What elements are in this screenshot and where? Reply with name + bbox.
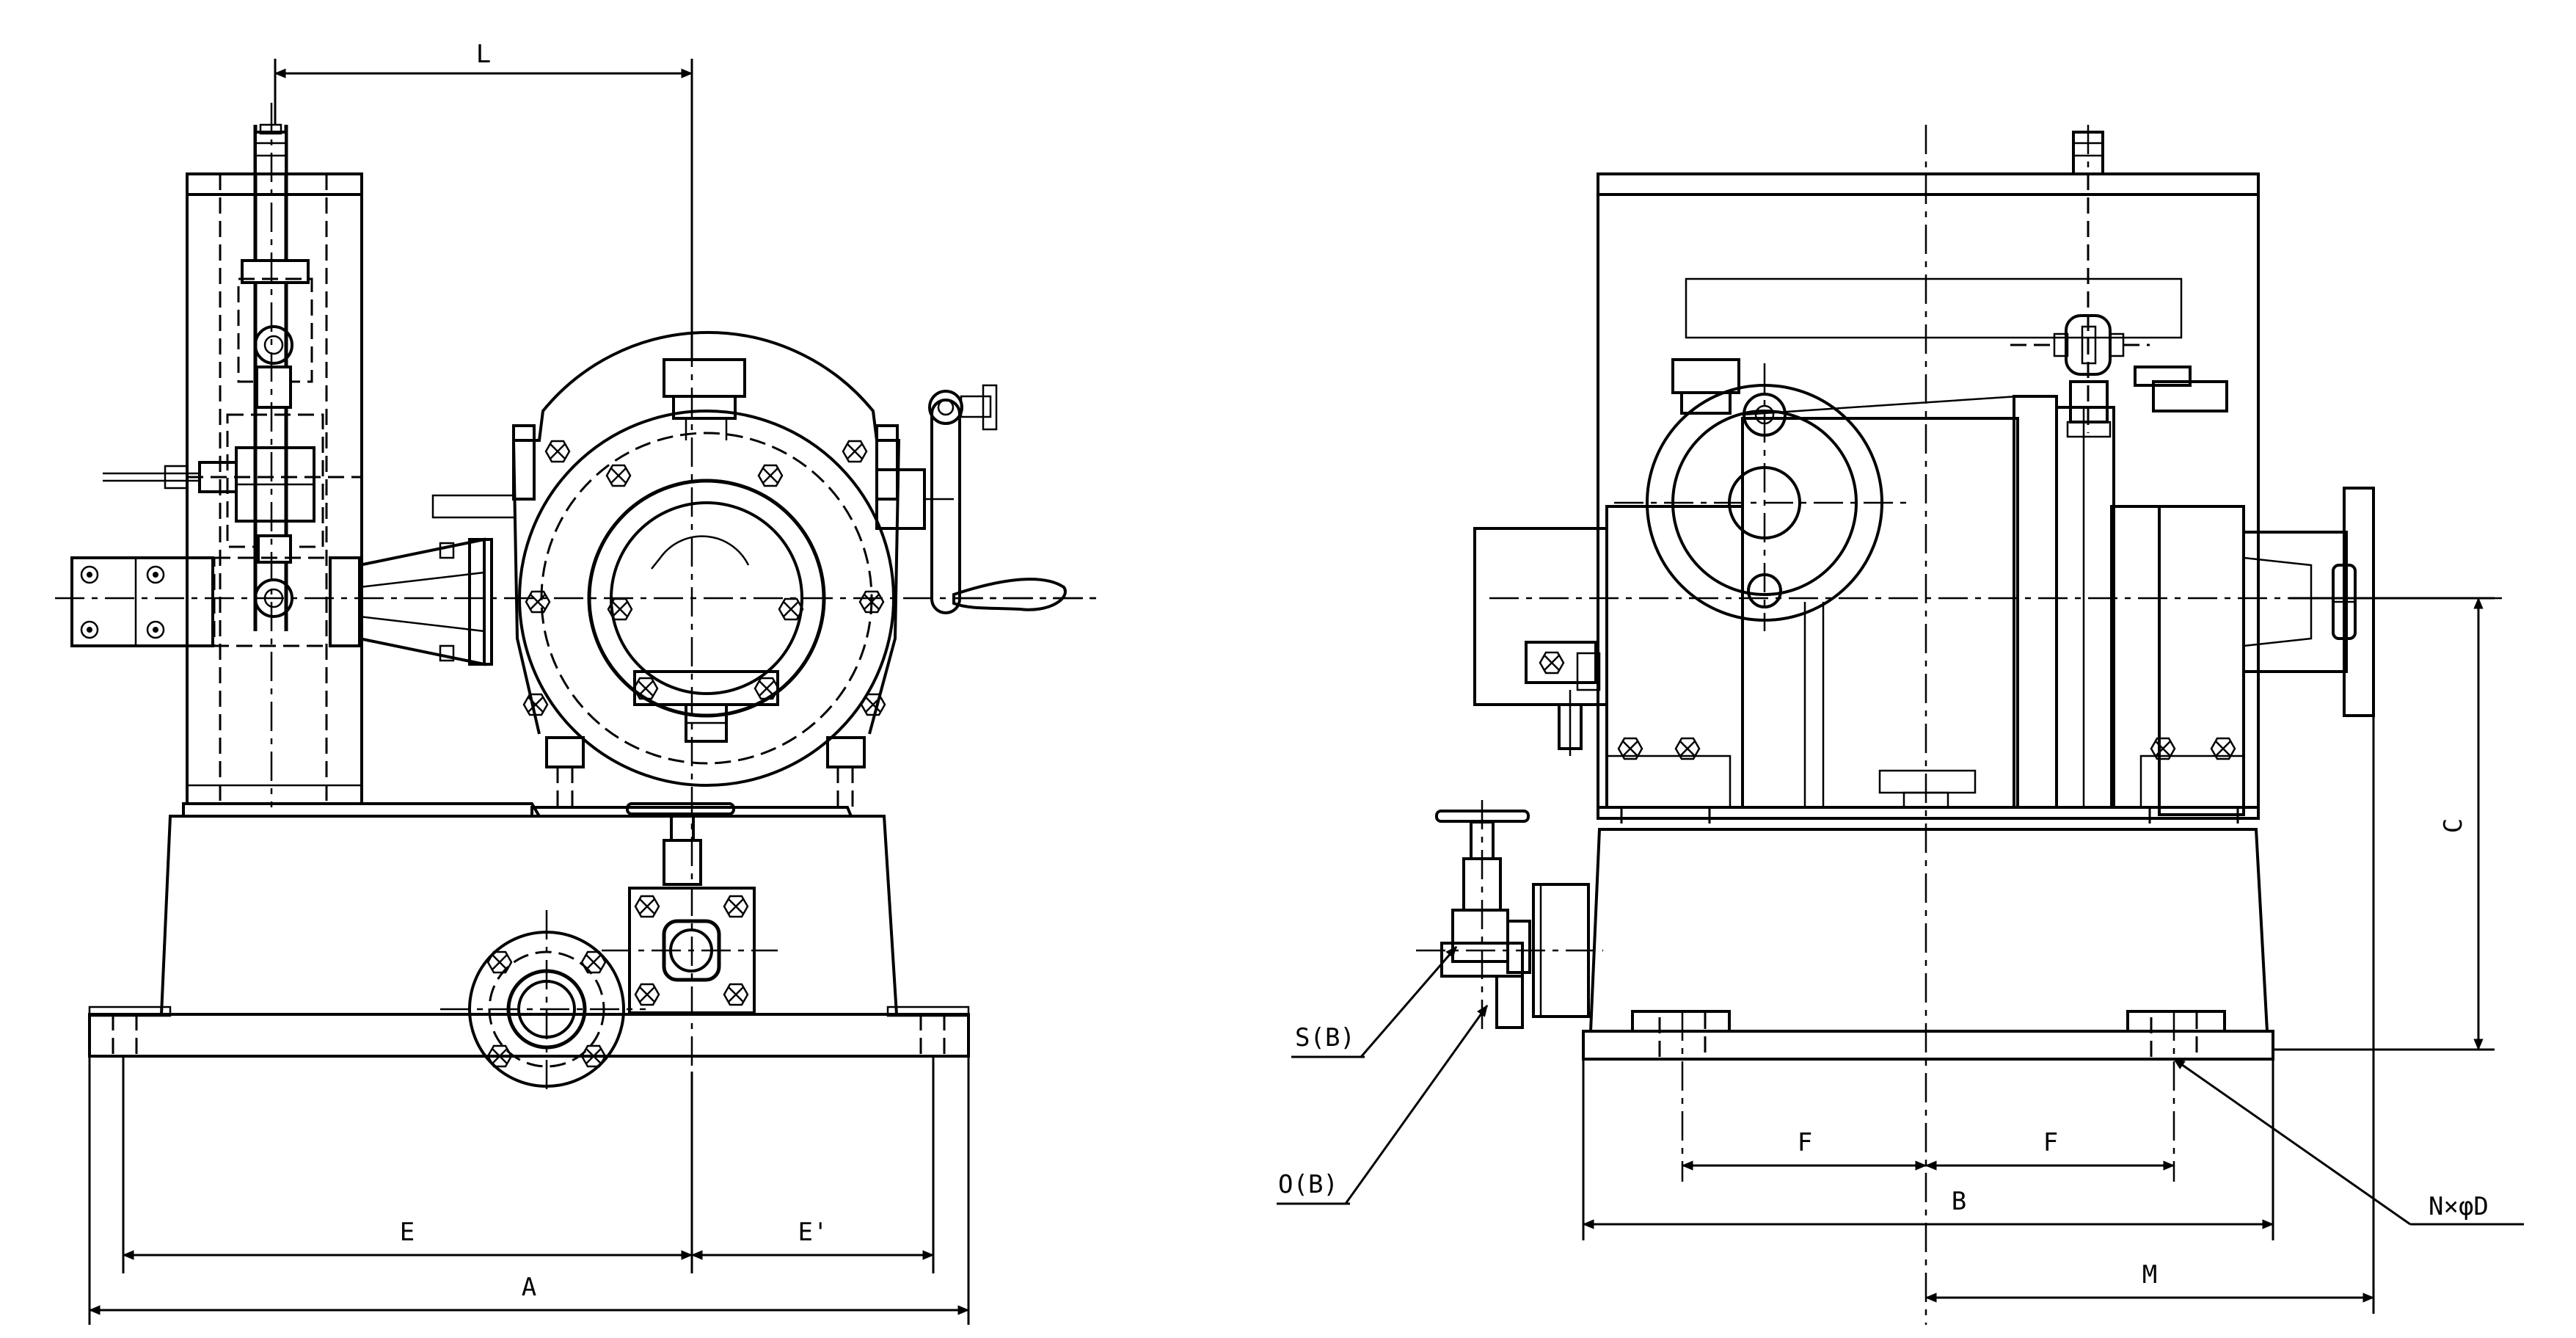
dim-L-label: L <box>476 40 491 69</box>
dim-E: E E' <box>122 1056 935 1273</box>
lever-bracket <box>70 556 214 647</box>
dim-F: F F <box>1681 1128 2175 1171</box>
dim-A-label: A <box>522 1273 536 1302</box>
dim-L: L <box>274 40 693 360</box>
side-frame <box>1597 172 2260 820</box>
side-view: F F B M C S(B) <box>1277 125 2524 1325</box>
leader-O-label: O(B) <box>1278 1170 1338 1199</box>
dim-B-label: B <box>1952 1187 1966 1216</box>
base-plate <box>88 1013 970 1058</box>
dim-B: B <box>1582 1059 2274 1240</box>
dim-F-left-label: F <box>1798 1128 1812 1157</box>
gate-valve <box>626 802 756 1014</box>
pump-casing <box>511 331 901 807</box>
coupling-flange <box>2242 487 2375 717</box>
base-pad-right <box>886 1006 970 1017</box>
dim-A: A <box>88 1056 970 1325</box>
side-valve <box>1416 800 1603 1035</box>
leader-ND: N×φD <box>2172 1058 2524 1226</box>
leader-O: O(B) <box>1277 1004 1489 1205</box>
dim-C-label: C <box>2439 818 2468 833</box>
leader-ND-label: N×φD <box>2429 1192 2489 1221</box>
side-base-plate <box>1582 1030 2274 1061</box>
side-drum <box>1741 417 2019 809</box>
dim-M: M <box>1924 716 2375 1314</box>
dim-M-label: M <box>2142 1260 2157 1290</box>
dim-E-prime-label: E' <box>798 1218 828 1247</box>
dim-C: C <box>2273 597 2495 1051</box>
dim-E-label: E <box>400 1218 415 1247</box>
base-housing <box>160 815 898 1015</box>
leader-S-label: S(B) <box>1295 1023 1355 1052</box>
base-pad-left <box>88 1006 172 1017</box>
handwheel <box>875 384 1101 614</box>
front-view: L E E' A <box>55 40 1101 1325</box>
side-base-housing <box>1589 828 2269 1032</box>
leader-S: S(B) <box>1291 945 1458 1058</box>
dim-F-right-label: F <box>2043 1128 2058 1157</box>
